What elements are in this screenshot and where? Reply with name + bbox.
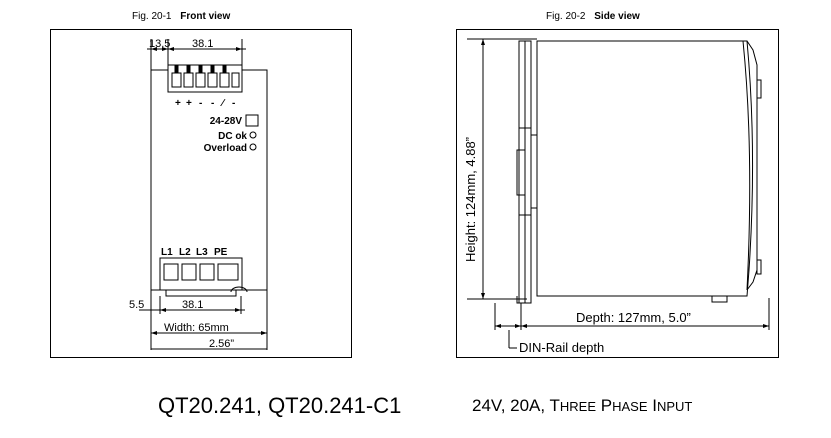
terminal-sign: - — [211, 98, 214, 109]
front-top-dim-right: 38.1 — [192, 38, 213, 50]
top-terminal-slot — [171, 72, 182, 88]
product-spec: 24V, 20A, THREE PHASE INPUT — [472, 396, 692, 416]
spec-word-input: NPUT — [656, 399, 693, 414]
side-housing-outline — [536, 40, 754, 297]
side-view-panel: Height: 124mm, 4.88” Depth: 127mm, 5.0” … — [456, 29, 779, 358]
voltage-adjust-potentiometer — [245, 114, 259, 127]
terminal-sign: + — [175, 98, 181, 109]
bottom-terminal-block — [159, 257, 243, 291]
front-caption-title: Front view — [180, 11, 231, 22]
spec-prefix: 24V, 20A, T — [472, 396, 560, 415]
bottom-terminal-slot — [199, 263, 215, 281]
top-terminal-slot — [207, 72, 218, 88]
front-view-panel: 13.5 38.1 + + - - ∕ - 24-28V DC ok Overl… — [50, 29, 352, 358]
spec-letter-i: I — [647, 396, 657, 415]
top-terminal-slot — [195, 72, 206, 88]
overload-led — [249, 143, 257, 151]
bottom-terminal-slot — [217, 263, 239, 281]
terminal-sign: + — [186, 98, 192, 109]
height-label: Height: 124mm, 4.88” — [463, 137, 478, 262]
phase-label-pe: PE — [214, 247, 228, 258]
front-width-inches: 2.56” — [209, 338, 234, 350]
phase-label-l3: L3 — [196, 247, 208, 258]
terminal-sign: ∕ — [220, 98, 226, 109]
din-rail-depth-label: DIN-Rail depth — [519, 340, 604, 355]
front-bottom-dim-left: 5.5 — [129, 299, 144, 311]
voltage-label: 24-28V — [210, 116, 243, 127]
overload-label: Overload — [204, 143, 247, 154]
dc-ok-label: DC ok — [218, 131, 247, 142]
spec-letter-p: P — [596, 396, 613, 415]
top-terminal-slot — [219, 72, 230, 88]
front-top-dim-left: 13.5 — [149, 38, 170, 50]
side-caption-number: Fig. 20-2 — [546, 11, 586, 22]
spec-word-three: HREE — [559, 399, 597, 414]
front-view-drawing: 13.5 38.1 + + - - ∕ - 24-28V DC ok Overl… — [129, 38, 268, 350]
front-caption-number: Fig. 20-1 — [132, 11, 172, 22]
front-bottom-dim-right: 38.1 — [182, 299, 203, 311]
dc-ok-led — [249, 131, 257, 139]
phase-label-l1: L1 — [161, 247, 173, 258]
phase-label-l2: L2 — [179, 247, 191, 258]
top-terminal-slot — [231, 72, 240, 88]
front-view-caption: Fig. 20-1 Front view — [132, 11, 230, 22]
spec-word-phase: HASE — [612, 399, 648, 414]
side-caption-title: Side view — [594, 11, 640, 22]
top-terminal-slot — [183, 72, 194, 88]
terminal-sign: - — [199, 98, 202, 109]
model-numbers: QT20.241, QT20.241-C1 — [158, 393, 402, 418]
front-width-label: Width: 65mm — [164, 322, 229, 334]
depth-label: Depth: 127mm, 5.0” — [576, 310, 691, 325]
side-view-caption: Fig. 20-2 Side view — [546, 11, 640, 22]
side-view-drawing: Height: 124mm, 4.88” Depth: 127mm, 5.0” … — [463, 38, 770, 355]
terminal-sign: - — [232, 98, 235, 109]
bottom-terminal-slot — [163, 263, 179, 281]
bottom-terminal-slot — [181, 263, 197, 281]
